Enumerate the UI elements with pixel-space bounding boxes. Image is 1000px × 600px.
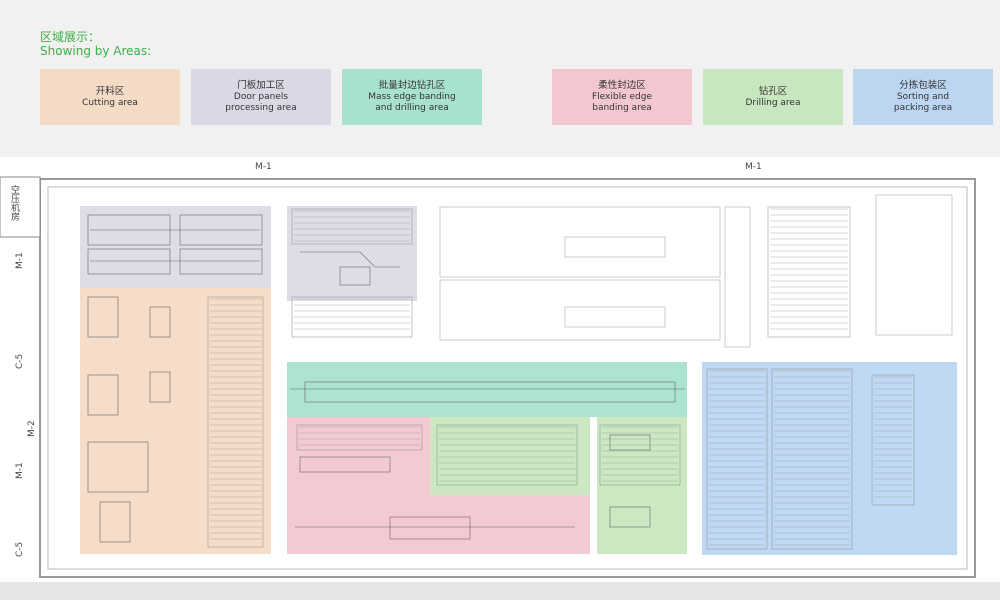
legend-label-en: and drilling area: [375, 103, 449, 113]
legend-label-en: packing area: [893, 103, 953, 113]
compressor-room-label: 空压机房: [9, 184, 20, 222]
workshop-layout: [439, 194, 953, 348]
legend-label-en: Sorting and: [896, 92, 950, 102]
grid-label-left: M-1: [15, 252, 25, 269]
grid-label-left: C-5: [15, 542, 25, 557]
zone-door-panels-b: [287, 206, 417, 301]
footer-strip: [0, 582, 1000, 600]
zone-drilling-b: [597, 417, 687, 554]
storage-racks: [207, 206, 915, 550]
zone-cutting: [80, 288, 271, 554]
legend-label-zh: 开料区: [95, 85, 125, 97]
legend-label-zh: 门板加工区: [237, 80, 285, 91]
section-title-zh: 区域展示：: [40, 30, 101, 44]
outer-wall: [39, 178, 976, 578]
legend-label-en: processing area: [225, 103, 297, 113]
floor-plan: 空压机房 M-1 M-1 M-1 C-5 M-2 M-1 C-5: [0, 157, 1000, 582]
inner-wall: [47, 186, 968, 570]
legend-cutting-area: 开料区 Cutting area: [40, 69, 180, 125]
legend-label-zh: 钻孔区: [758, 85, 788, 97]
zone-door-panels-a: [80, 206, 271, 288]
legend-label-en: Flexible edge: [592, 92, 652, 102]
legend-drilling-area: 钻孔区 Drilling area: [703, 69, 843, 125]
legend-label-zh: 批量封边钻孔区: [378, 80, 446, 91]
legend-label-zh: 柔性封边区: [598, 80, 646, 91]
legend-label-zh: 分拣包装区: [899, 80, 947, 91]
zone-sorting-packing: [702, 362, 957, 555]
legend-sorting-packing-area: 分拣包装区 Sorting and packing area: [853, 69, 993, 125]
legend-label-en: Door panels: [233, 92, 289, 102]
zone-drilling-a: [430, 417, 590, 495]
grid-label-top: M-1: [745, 162, 762, 172]
compressor-room: [0, 176, 41, 238]
legend-label-en: banding area: [592, 103, 652, 113]
legend-door-panels-area: 门板加工区 Door panels processing area: [191, 69, 331, 125]
grid-label-left: M-2: [27, 420, 37, 437]
legend-flexible-edge-banding-area: 柔性封边区 Flexible edge banding area: [552, 69, 692, 125]
legend-label-en: Drilling area: [745, 97, 801, 108]
grid-label-top: M-1: [255, 162, 272, 172]
grid-label-left: M-1: [15, 462, 25, 479]
legend-label-en: Cutting area: [82, 97, 138, 108]
zone-flexible-b: [430, 495, 590, 554]
floor-plan-drawing: 空压机房 M-1 M-1 M-1 C-5 M-2 M-1 C-5: [0, 162, 976, 578]
legend-label-en: Mass edge banding: [368, 92, 456, 102]
rack-hatching: [210, 208, 912, 546]
zone-flexible-a: [287, 417, 430, 554]
legend-mass-edge-banding-area: 批量封边钻孔区 Mass edge banding and drilling a…: [342, 69, 482, 125]
equipment-lines: [87, 214, 685, 543]
section-title-en: Showing by Areas:: [40, 44, 152, 58]
zone-mass-edge-banding: [287, 362, 687, 417]
grid-label-left: C-5: [15, 354, 25, 369]
